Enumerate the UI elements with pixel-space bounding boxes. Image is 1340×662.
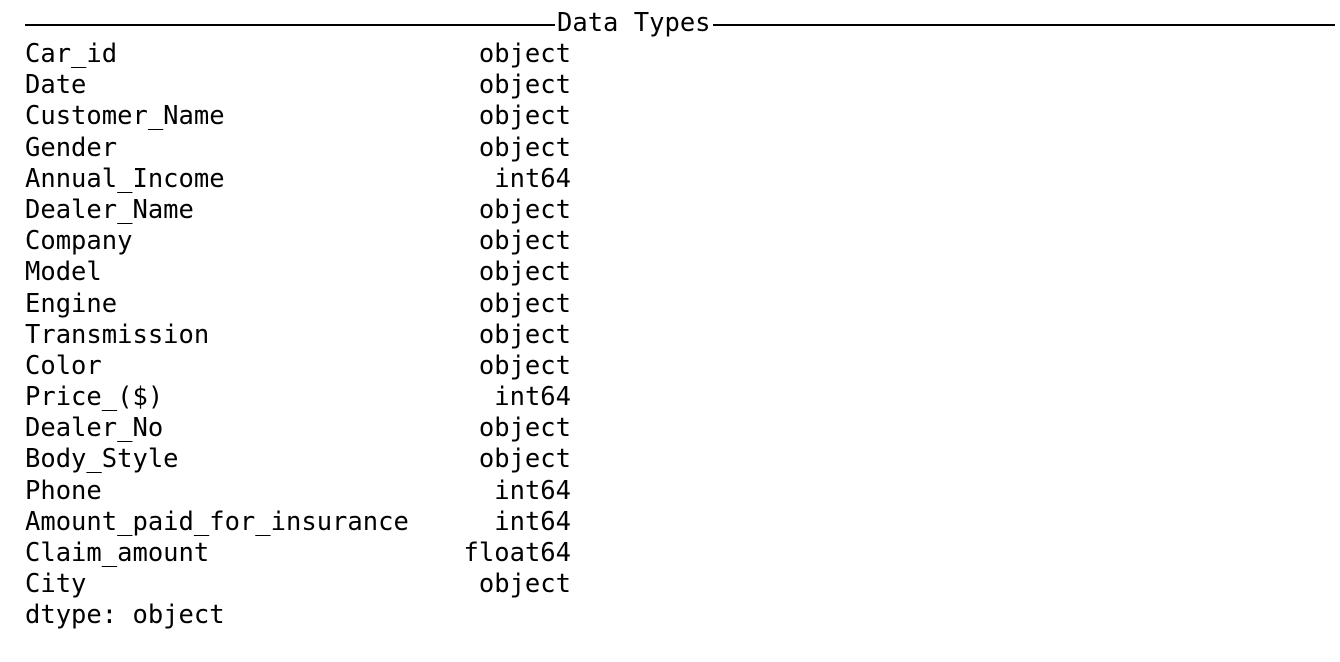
dtype-row: Body_Style object — [25, 444, 1335, 475]
dtype-row: Transmission object — [25, 320, 1335, 351]
column-name: Company — [25, 226, 133, 257]
dtype-row: Car_id object — [25, 39, 1335, 70]
column-dtype: object — [478, 132, 571, 163]
column-name: Color — [25, 350, 102, 381]
column-dtype: object — [478, 194, 571, 225]
column-name: Dealer_Name — [25, 194, 194, 225]
dtype-row: Model object — [25, 257, 1335, 288]
column-dtype: object — [478, 569, 571, 600]
dtype-row: Engine object — [25, 289, 1335, 320]
column-name: Amount_paid_for_insurance — [25, 506, 409, 537]
column-name: Price_($) — [25, 382, 164, 413]
header-rule-right — [712, 23, 1335, 26]
column-name: Gender — [25, 132, 118, 163]
column-dtype: int64 — [494, 382, 571, 413]
column-dtype: int64 — [494, 163, 571, 194]
column-name: Date — [25, 70, 87, 101]
column-dtype: object — [478, 70, 571, 101]
dtype-row: City object — [25, 569, 1335, 600]
column-dtype: object — [478, 444, 571, 475]
column-name: Annual_Income — [25, 163, 225, 194]
column-name: Customer_Name — [25, 101, 225, 132]
column-dtype: object — [478, 101, 571, 132]
dtype-row: Phone int64 — [25, 476, 1335, 507]
column-name: Car_id — [25, 39, 118, 69]
column-dtype: object — [478, 226, 571, 257]
column-dtype: object — [478, 319, 571, 350]
column-name: Dealer_No — [25, 413, 164, 444]
dtype-row: Color object — [25, 351, 1335, 382]
dtype-row: Customer_Name object — [25, 101, 1335, 132]
column-name: Phone — [25, 475, 102, 506]
column-name: Body_Style — [25, 444, 179, 475]
column-dtype: object — [478, 288, 571, 319]
column-name: Engine — [25, 288, 118, 319]
dtype-row: Dealer_No object — [25, 413, 1335, 444]
column-dtype: object — [478, 39, 571, 69]
column-name: Claim_amount — [25, 538, 210, 568]
column-name: Transmission — [25, 319, 210, 350]
dtype-row: Date object — [25, 70, 1335, 101]
dtype-row: Company object — [25, 226, 1335, 257]
column-dtype: int64 — [494, 475, 571, 506]
column-dtype: int64 — [494, 506, 571, 537]
dtype-row: Dealer_Name object — [25, 195, 1335, 226]
column-name: Model — [25, 257, 102, 288]
column-dtype: object — [478, 413, 571, 444]
dtype-row: Annual_Income int64 — [25, 164, 1335, 195]
column-dtype: float64 — [463, 538, 571, 568]
header-rule-left — [25, 23, 555, 26]
section-header: Data Types — [25, 8, 1335, 39]
dtype-row: Gender object — [25, 133, 1335, 164]
section-title: Data Types — [557, 8, 711, 38]
column-dtype: object — [478, 350, 571, 381]
dtype-row: Claim_amount float64 — [25, 538, 1335, 569]
dtype-row: Amount_paid_for_insurance int64 — [25, 507, 1335, 538]
dtype-footer: dtype: object — [25, 600, 225, 631]
dtype-row: Price_($) int64 — [25, 382, 1335, 413]
column-dtype: object — [478, 257, 571, 288]
column-name: City — [25, 569, 87, 600]
